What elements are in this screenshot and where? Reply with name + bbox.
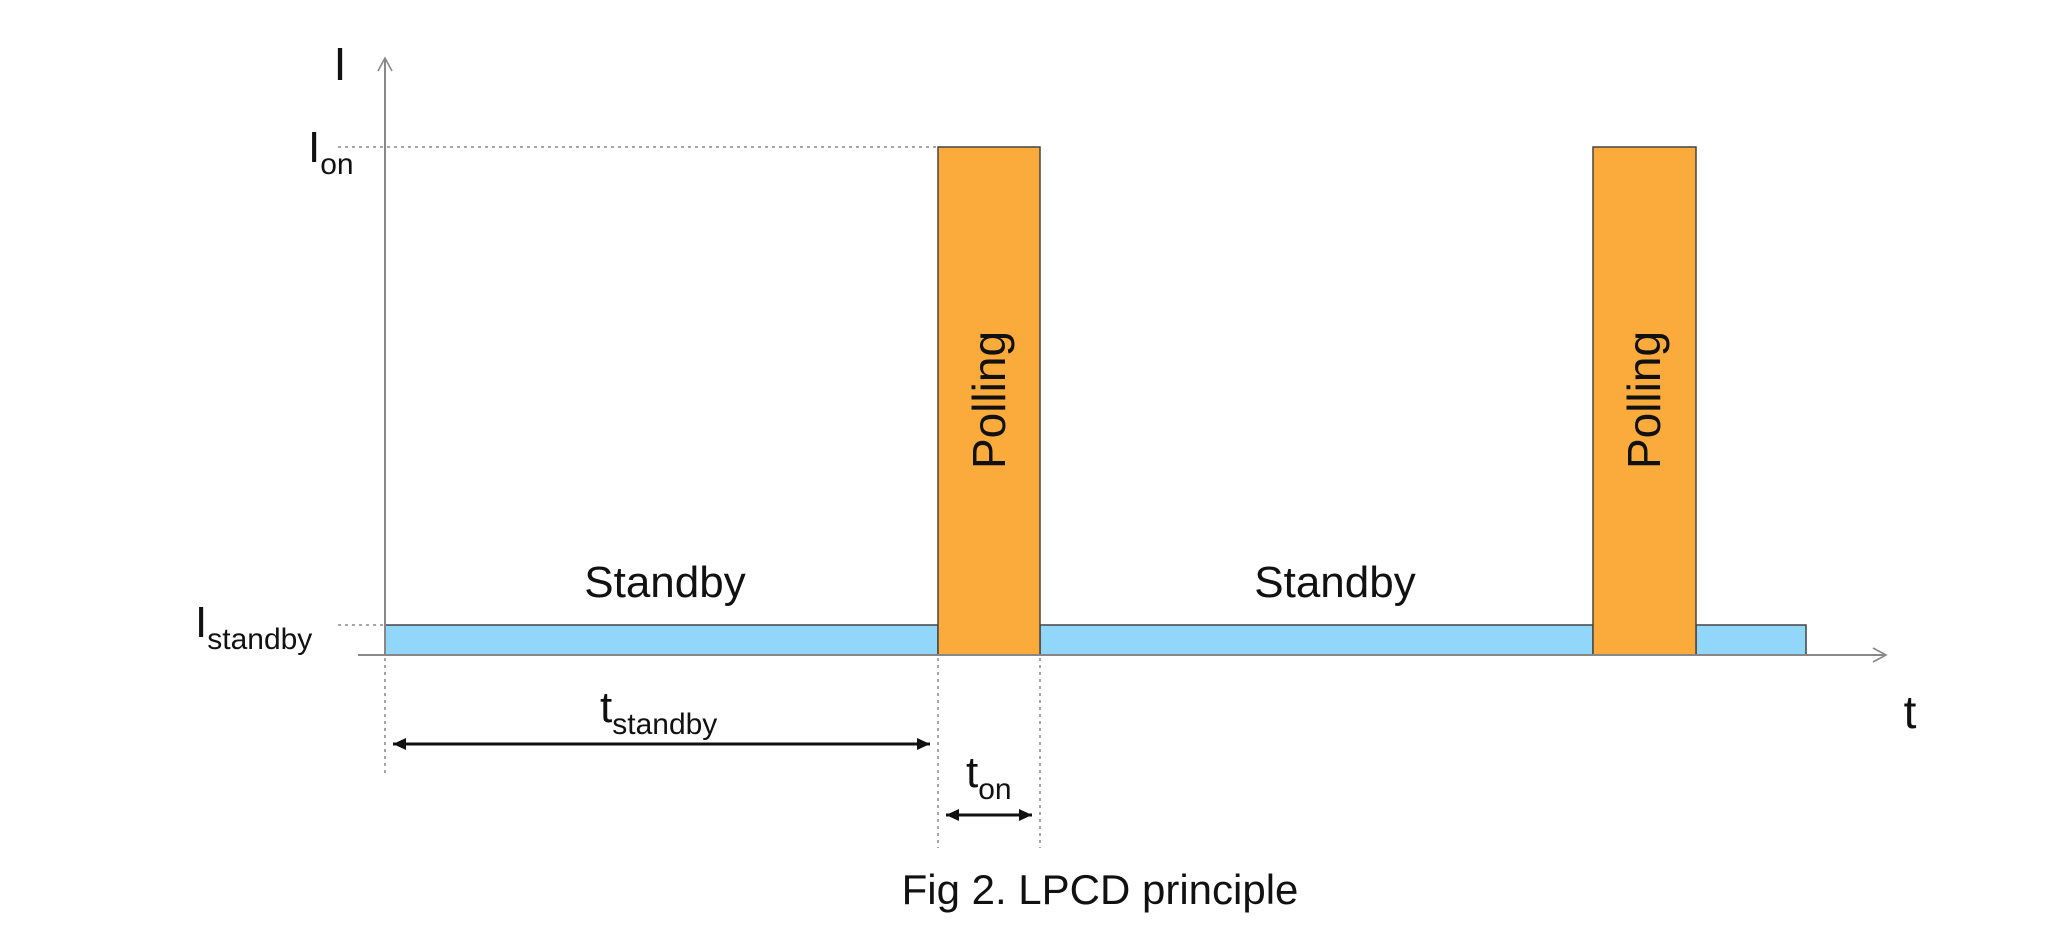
polling-label-1: Polling <box>963 331 1015 469</box>
polling-bar-1 <box>937 146 1041 656</box>
t-on-base: t <box>966 748 978 797</box>
standby-bar-1 <box>384 624 939 656</box>
figure-caption: Fig 2. LPCD principle <box>902 866 1299 913</box>
polling-label-2: Polling <box>1618 331 1670 469</box>
t-on-subscript: on <box>978 773 1011 806</box>
polling-bar-2 <box>1592 146 1697 656</box>
standby-label-1: Standby <box>584 558 745 607</box>
i-on-subscript: on <box>320 148 353 181</box>
standby-bar-2 <box>1039 624 1594 656</box>
i-standby-subscript: standby <box>207 623 312 656</box>
t-on-label: ton <box>966 748 1012 806</box>
t-standby-subscript: standby <box>612 708 717 741</box>
x-axis-label: t <box>1904 686 1917 738</box>
y-axis-label: I <box>334 38 347 90</box>
i-standby-label: Istandby <box>195 598 312 656</box>
i-standby-base: I <box>195 598 207 647</box>
i-on-label: Ion <box>308 123 354 181</box>
standby-label-2: Standby <box>1254 558 1415 607</box>
i-on-base: I <box>308 123 320 172</box>
t-standby-base: t <box>600 683 612 732</box>
t-standby-label: tstandby <box>600 683 717 741</box>
standby-bar-3 <box>1695 624 1807 656</box>
